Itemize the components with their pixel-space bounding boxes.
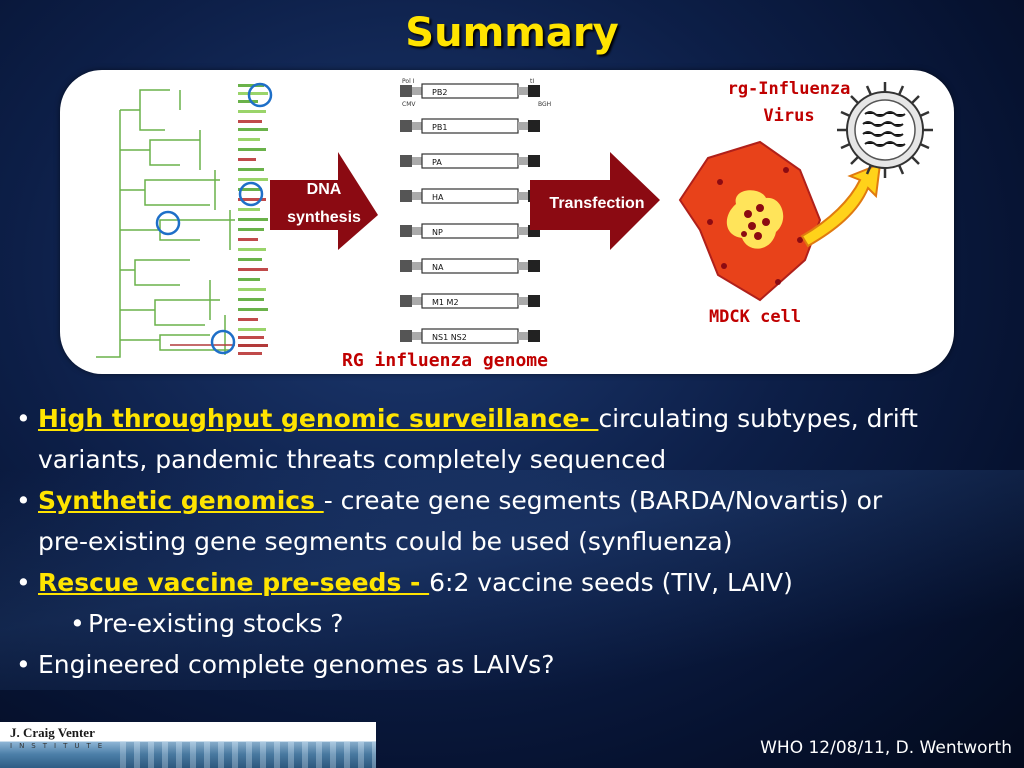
plasmid-na: NA (400, 258, 540, 274)
plasmid-annotation: BGH (538, 101, 551, 108)
highlight-circle-icon (155, 210, 181, 236)
phylogenetic-tree (96, 89, 235, 358)
dna-synthesis-arrow: DNA synthesis (270, 152, 378, 250)
highlight-circle-icon (210, 329, 236, 355)
plasmid-pb2: PB2 (400, 83, 540, 99)
plasmid-label: M1 M2 (432, 298, 459, 307)
logo-subtitle: INSTITUTE (10, 742, 110, 750)
plasmid-ha: HA (400, 188, 540, 204)
bullet-rescue-highlight: Rescue vaccine pre-seeds - (38, 568, 430, 597)
genome-caption: RG influenza genome (342, 350, 548, 371)
bullet-surveillance-text-2: variants, pandemic threats completely se… (38, 445, 667, 474)
virus-label-line2: Virus (763, 106, 814, 126)
bullet-surveillance-highlight: High throughput genomic surveillance- (38, 404, 599, 433)
bullet-synthetic: Synthetic genomics - create gene segment… (14, 480, 1004, 562)
virus-icon (837, 82, 933, 178)
bullet-synthetic-text-1: - create gene segments (BARDA/Novartis) … (323, 486, 883, 515)
dna-synthesis-label-line2: synthesis (287, 209, 361, 226)
bullet-engineered-text: Engineered complete genomes as LAIVs? (38, 650, 555, 679)
slide-title: Summary (405, 10, 619, 56)
plasmid-annotation: tI (530, 78, 534, 85)
bullet-stocks-text: Pre-existing stocks ? (88, 609, 344, 638)
plasmid-label: NS1 NS2 (432, 333, 467, 342)
plasmid-label: HA (432, 193, 444, 202)
plasmid-pb1: PB1 (400, 118, 540, 134)
transfection-arrow: Transfection (530, 152, 660, 250)
highlight-circle-icon (238, 181, 264, 207)
mdck-cell-icon (678, 140, 822, 302)
logo-name: J. Craig Venter (10, 725, 95, 740)
plasmid-label: PB1 (432, 123, 447, 132)
plasmid-label: PA (432, 158, 442, 167)
bullet-engineered: Engineered complete genomes as LAIVs? (14, 644, 1004, 685)
plasmid-annotation: Pol I (402, 78, 415, 85)
plasmid-annotation: CMV (402, 101, 416, 108)
highlight-circles (155, 82, 273, 355)
tree-leaves (238, 84, 268, 355)
bullet-surveillance: High throughput genomic surveillance- ci… (14, 398, 1004, 480)
plasmid-m1-m2: M1 M2 (400, 293, 540, 309)
bullet-rescue: Rescue vaccine pre-seeds - 6:2 vaccine s… (14, 562, 1004, 603)
plasmid-label: NA (432, 263, 444, 272)
dna-synthesis-label-line1: DNA (307, 181, 342, 198)
plasmid-label: PB2 (432, 88, 447, 97)
bullet-rescue-text: 6:2 vaccine seeds (TIV, LAIV) (429, 568, 793, 597)
bullet-stocks: Pre-existing stocks ? (14, 603, 1004, 644)
plasmid-label: NP (432, 228, 443, 237)
building-image (120, 742, 376, 768)
bullet-synthetic-highlight: Synthetic genomics (38, 486, 324, 515)
bullet-list: High throughput genomic surveillance- ci… (14, 398, 1004, 685)
bullet-synthetic-text-2: pre-existing gene segments could be used… (38, 527, 733, 556)
transfection-label: Transfection (549, 195, 644, 212)
cell-caption: MDCK cell (709, 307, 801, 327)
plasmid-np: NP (400, 223, 540, 239)
plasmid-ns1-ns2: NS1 NS2 (400, 328, 540, 344)
jcvi-logo: J. Craig Venter INSTITUTE (0, 722, 376, 768)
budding-arrow-icon (800, 162, 882, 248)
footer-credit: WHO 12/08/11, D. Wentworth (760, 738, 1012, 758)
plasmid-pa: PA (400, 153, 540, 169)
highlight-circle-icon (247, 82, 273, 108)
virus-label-line1: rg-Influenza (728, 79, 851, 99)
bullet-surveillance-text-1: circulating subtypes, drift (598, 404, 918, 433)
